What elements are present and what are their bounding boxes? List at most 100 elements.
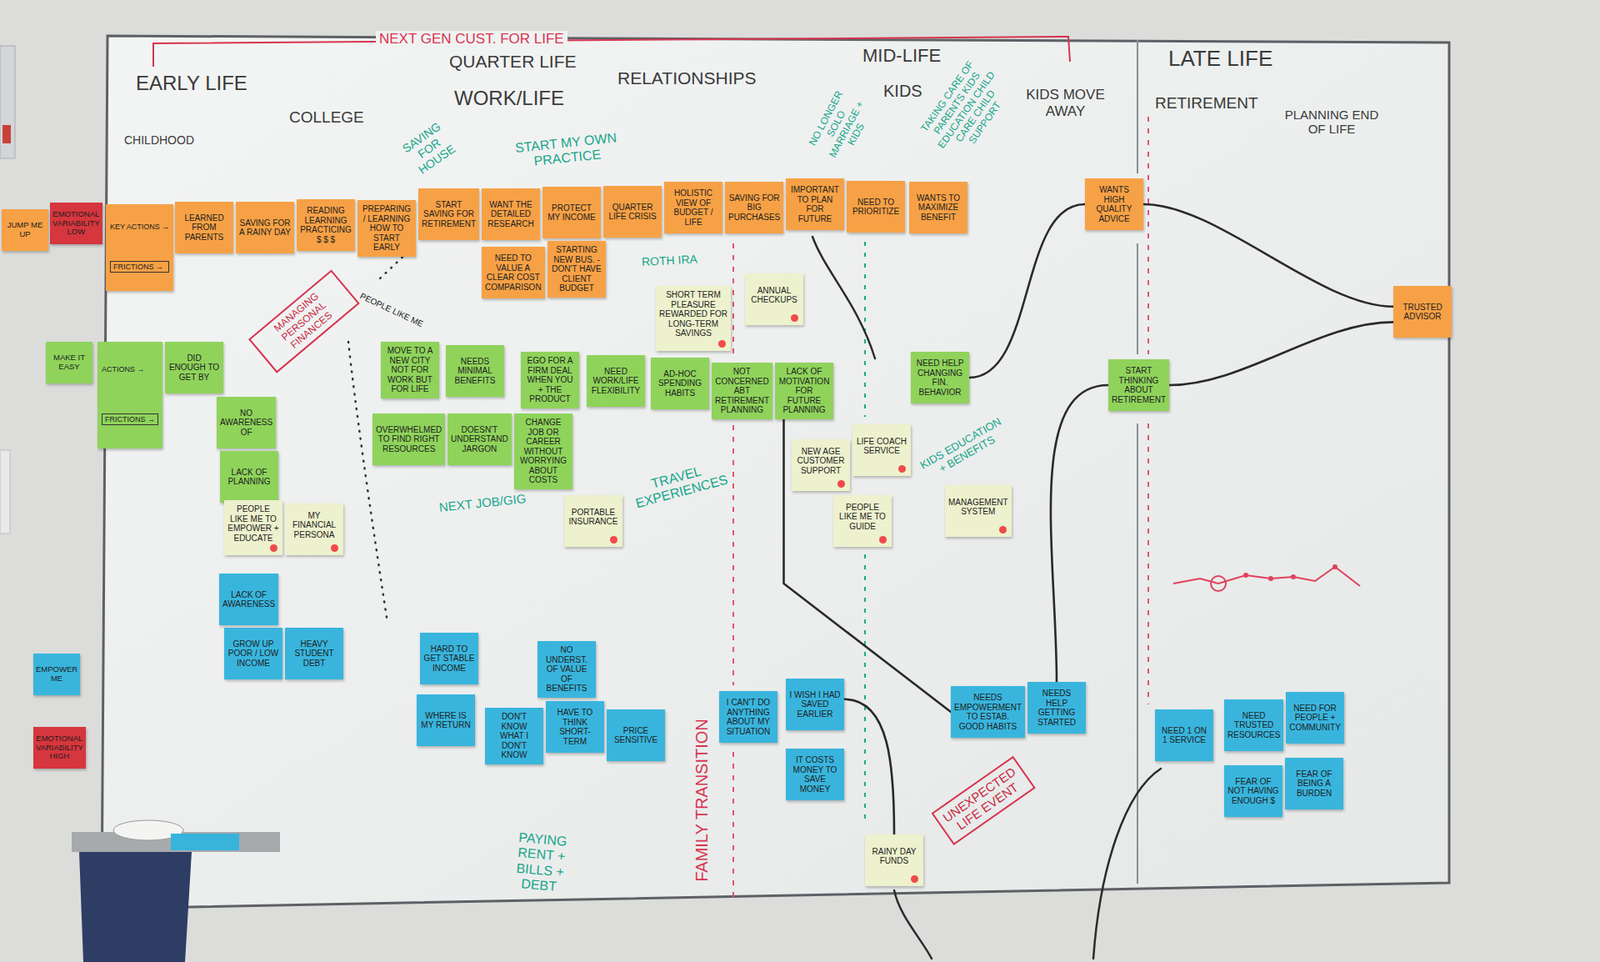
note-text: IT COSTS MONEY TO SAVE MONEY <box>789 755 841 794</box>
sticky-note: LIFE COACH SERVICE <box>852 424 911 476</box>
sticky-note: I CAN'T DO ANYTHING ABOUT MY SITUATION <box>719 690 778 743</box>
note-text: NEED WORK/LIFE FLEXIBILITY <box>590 366 642 396</box>
note-text: I WISH I HAD SAVED EARLIER <box>789 690 841 720</box>
note-text: EMPOWER ME <box>35 665 78 684</box>
row-header-note: JUMP ME UP <box>1 209 49 251</box>
handwritten-label: START MY OWN PRACTICE <box>506 129 626 172</box>
sticky-note: FEAR OF NOT HAVING ENOUGH $ <box>1224 765 1283 817</box>
connector-line <box>844 699 895 835</box>
note-text: AD-HOC SPENDING HABITS <box>654 369 706 399</box>
handwritten-label: ROTH IRA <box>641 252 699 270</box>
handwritten-label: MID-LIFE <box>862 45 941 66</box>
note-text: READING LEARNING PRACTICING $ $ $ <box>300 205 352 245</box>
sticky-note: NEW AGE CUSTOMER SUPPORT <box>791 439 850 491</box>
handwritten-label: NO LONGER SOLO MARRIAGE + KIDS <box>801 79 882 175</box>
sticky-note: PEOPLE LIKE ME TO GUIDE <box>833 495 892 547</box>
sticky-note: CHANGE JOB OR CAREER WITHOUT WORRYING AB… <box>514 413 573 490</box>
priority-dot <box>837 480 845 488</box>
note-text: EMOTIONAL VARIABILITY HIGH <box>35 734 84 762</box>
handwritten-label: QUARTER LIFE <box>449 51 576 72</box>
note-text: ACTIONS → <box>101 365 159 374</box>
handwritten-label: COLLEGE <box>289 108 365 127</box>
note-text: IMPORTANT TO PLAN FOR FUTURE <box>789 185 841 224</box>
note-text: DOESN'T UNDERSTAND JARGON <box>450 425 509 455</box>
handwritten-label: PLANNING END OF LIFE <box>1281 107 1382 137</box>
note-text: I CAN'T DO ANYTHING ABOUT MY SITUATION <box>722 697 775 736</box>
sticky-note: I WISH I HAD SAVED EARLIER <box>785 678 845 730</box>
priority-dot <box>910 875 919 883</box>
priority-dot <box>718 340 726 348</box>
handwritten-label: KIDS MOVE AWAY <box>1025 86 1105 120</box>
whiteboard <box>101 35 1450 909</box>
sticky-note: MY FINANCIAL PERSONA <box>285 503 344 555</box>
note-text: SHORT TERM PLEASURE REWARDED FOR LONG-TE… <box>659 290 728 339</box>
row-header-note: EMOTIONAL VARIABILITY LOW <box>50 202 103 245</box>
note-text: NEED FOR PEOPLE + COMMUNITY <box>1289 703 1341 733</box>
fire-alarm-mark <box>2 125 11 144</box>
note-text: NEW AGE CUSTOMER SUPPORT <box>795 446 847 476</box>
connector-line <box>1169 321 1394 385</box>
handwritten-label: NEXT JOB/GIG <box>438 490 527 515</box>
handwritten-label: WORK/LIFE <box>454 86 565 110</box>
sticky-note: SAVING FOR BIG PURCHASES <box>725 181 784 234</box>
fire-alarm <box>0 45 15 159</box>
note-text: NEED TO PRIORITIZE <box>850 197 902 217</box>
note-text: PEOPLE LIKE ME TO GUIDE <box>836 502 889 532</box>
sticky-note: STARTING NEW BUS. - DON'T HAVE CLIENT BU… <box>547 240 606 298</box>
marker-tray <box>71 820 280 962</box>
note-text: START THINKING ABOUT RETIREMENT <box>1111 365 1166 405</box>
sticky-note: DON'T KNOW WHAT I DON'T KNOW <box>485 707 544 765</box>
outlined-callout: UNEXPECTED LIFE EVENT <box>931 755 1036 845</box>
sticky-note: NEED WORK/LIFE FLEXIBILITY <box>586 355 645 407</box>
note-text: MAKE IT EASY <box>48 353 90 372</box>
note-text: RAINY DAY FUNDS <box>868 846 920 866</box>
sticky-note: PROTECT MY INCOME <box>542 186 601 239</box>
note-text: NEED TRUSTED RESOURCES <box>1227 710 1280 740</box>
note-text: WANTS HIGH QUALITY ADVICE <box>1088 185 1140 224</box>
sticky-note: PRICE SENSITIVE <box>606 709 665 761</box>
handwritten-label: RELATIONSHIPS <box>617 68 756 89</box>
sticky-note: LACK OF AWARENESS <box>219 573 279 625</box>
row-header-note: ACTIONS →FRICTIONS → <box>97 341 163 449</box>
priority-dot <box>330 544 339 552</box>
sticky-note: NO AWARENESS OF <box>216 396 276 449</box>
handwritten-label: FAMILY TRANSITION <box>692 718 712 882</box>
connector-line <box>969 204 1085 378</box>
note-text: HOLISTIC VIEW OF BUDGET / LIFE <box>667 188 720 227</box>
note-text: DID ENOUGH TO GET BY <box>168 353 220 383</box>
sticky-note: AD-HOC SPENDING HABITS <box>650 357 710 410</box>
connector-line <box>1050 385 1109 682</box>
priority-dot <box>898 465 906 473</box>
sticky-note: NEED FOR PEOPLE + COMMUNITY <box>1285 691 1345 744</box>
sticky-note: ANNUAL CHECKUPS <box>745 273 804 325</box>
handwritten-label: NEXT GEN CUST. FOR LIFE <box>375 30 568 48</box>
handwritten-label: TRAVEL EXPERIENCES <box>630 458 727 512</box>
note-text: NEED HELP CHANGING FIN. BEHAVIOR <box>914 358 966 397</box>
sticky-note: NEEDS HELP GETTING STARTED <box>1027 681 1086 734</box>
sticky-note: DOESN'T UNDERSTAND JARGON <box>447 413 512 465</box>
sticky-note: GROW UP POOR / LOW INCOME <box>224 627 283 680</box>
note-text: LIFE COACH SERVICE <box>855 436 908 456</box>
stage-divider <box>733 116 1149 899</box>
note-text: HARD TO GET STABLE INCOME <box>423 644 475 674</box>
sticky-note: RAINY DAY FUNDS <box>865 834 924 886</box>
note-text: MOVE TO A NEW CITY NOT FOR WORK BUT FOR … <box>384 345 436 395</box>
sticky-note: NEED TRUSTED RESOURCES <box>1224 699 1284 751</box>
note-text: LACK OF MOTIVATION FOR FUTURE PLANNING <box>778 366 830 415</box>
sticky-note: NEED TO VALUE A CLEAR COST COMPARISON <box>481 246 545 299</box>
row-header-note: KEY ACTIONS →FRICTIONS → <box>105 204 174 291</box>
sticky-note: EGO FOR A FIRM DEAL WHEN YOU + THE PRODU… <box>520 351 580 409</box>
note-text: WANTS TO MAXIMIZE BENEFIT <box>912 193 965 223</box>
row-header-note: EMOTIONAL VARIABILITY HIGH <box>33 726 86 769</box>
connector-line <box>1143 204 1394 307</box>
sticky-note: WANTS TO MAXIMIZE BENEFIT <box>909 181 968 234</box>
sticky-note: NEED HELP CHANGING FIN. BEHAVIOR <box>910 351 970 404</box>
emotion-curve <box>812 236 1161 959</box>
note-text: HEAVY STUDENT DEBT <box>288 639 340 669</box>
handwritten-label: KIDS EDUCATION + BENEFITS <box>918 415 1010 484</box>
sketch-line-chart <box>1173 564 1360 591</box>
sticky-note: LEARNED FROM PARENTS <box>175 201 234 254</box>
light-switch <box>0 450 10 534</box>
note-text: START SAVING FOR RETIREMENT <box>421 200 476 230</box>
sticky-note: NEED 1 ON 1 SERVICE <box>1155 709 1214 761</box>
